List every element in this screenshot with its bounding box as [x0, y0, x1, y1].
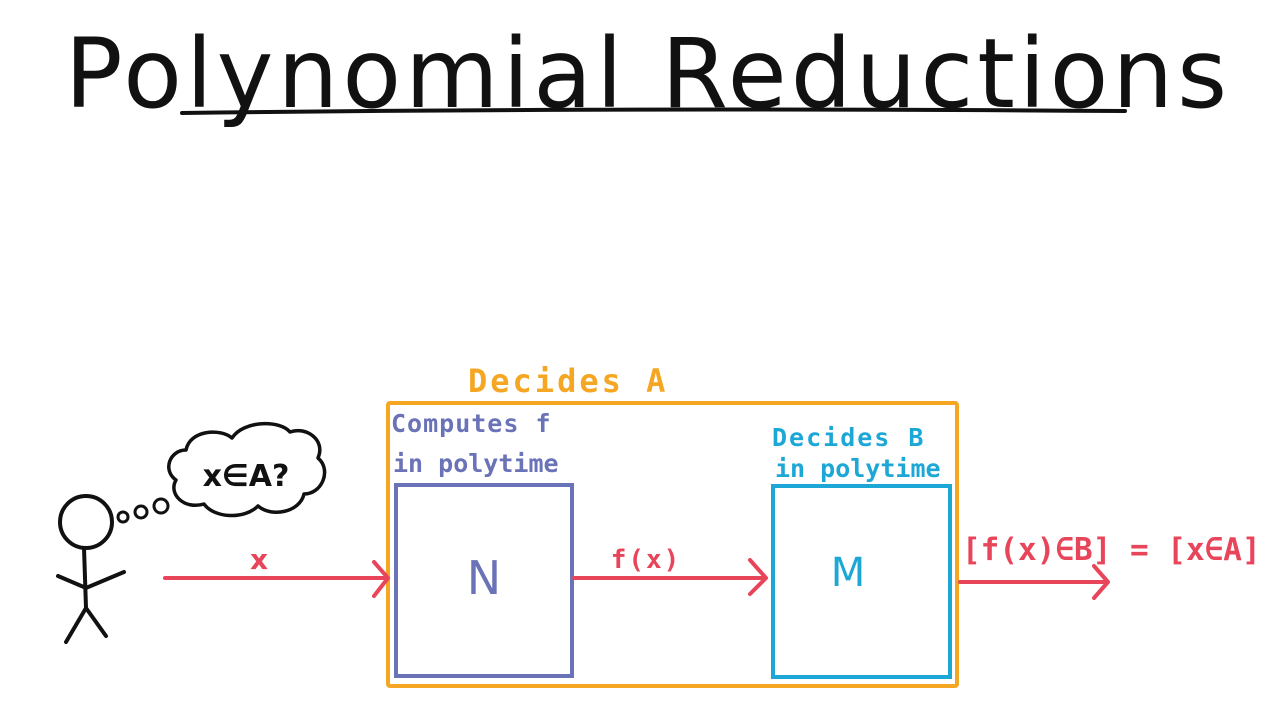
person-legs — [64, 604, 108, 644]
output-arrow-label: [f(x)∈B] = [x∈A] — [962, 532, 1261, 568]
middle-arrow-label: f(x) — [611, 545, 682, 575]
thought-text: x∈A? — [203, 459, 290, 494]
decides-a-box — [386, 401, 959, 688]
middle-arrow — [572, 558, 768, 596]
machine-n-label: N — [467, 551, 501, 605]
machine-m-caption-1: Decides B — [772, 423, 925, 452]
input-arrow — [163, 560, 390, 598]
machine-m-box — [771, 484, 952, 679]
thought-cloud — [167, 421, 327, 518]
person-head — [58, 494, 114, 550]
person-arms — [56, 570, 126, 591]
machine-n-caption-1: Computes f — [391, 409, 552, 438]
thought-dots — [116, 497, 170, 524]
title-underline — [180, 107, 1127, 115]
output-arrow — [958, 564, 1110, 600]
input-arrow-label: x — [250, 543, 268, 576]
person-body — [82, 546, 88, 610]
machine-n-box — [394, 483, 574, 678]
machine-m-label: M — [831, 550, 866, 596]
person-figure — [56, 494, 126, 644]
machine-n-caption-2: in polytime — [393, 449, 559, 478]
machine-m-caption-2: in polytime — [775, 454, 941, 483]
decides-a-label: Decides A — [468, 362, 668, 400]
